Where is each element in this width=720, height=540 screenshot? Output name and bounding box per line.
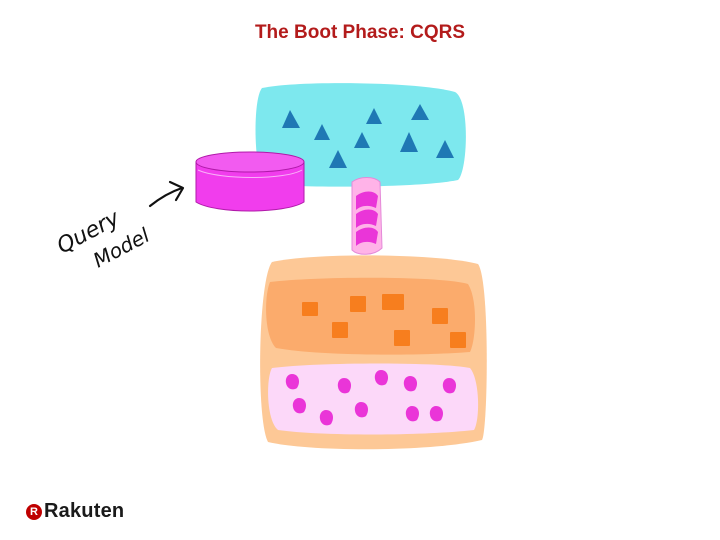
application-container [260,255,487,450]
query-model-annotation: Query Model [53,180,185,272]
query-model-edge [197,169,303,178]
pink-marks [285,370,457,426]
pipe-segment [356,209,378,228]
pipe-segment [356,227,378,246]
rakuten-logo: R Rakuten [26,500,124,523]
pink-mark [354,402,369,418]
pink-mark [285,374,300,390]
pink-mark [429,406,444,422]
pink-mark [403,376,418,392]
event-mark [400,132,418,152]
orange-panel [266,277,475,355]
slide-title: The Boot Phase: CQRS [254,22,466,43]
event-mark [329,150,347,168]
query-model-body [195,161,305,212]
annotation-arrow-head [168,180,185,202]
event-pipe [351,177,383,255]
event-mark [354,132,370,148]
query-model-store [195,151,305,212]
query-model-top [195,151,305,173]
event-mark [366,108,382,124]
orange-mark [302,302,318,316]
rakuten-r-icon: R [26,503,42,520]
event-mark [411,104,429,120]
pink-mark [319,410,334,426]
pipe-segment [356,191,378,210]
event-marks [282,104,454,168]
event-mark [314,124,330,140]
pink-mark [405,406,420,422]
pink-mark [337,378,352,394]
pink-mark [374,370,389,386]
event-mark [282,110,300,128]
orange-mark [382,294,404,310]
pink-mark [442,378,457,394]
rakuten-wordmark: Rakuten [44,500,125,522]
event-store [255,83,466,187]
orange-marks [302,294,466,348]
orange-mark [394,330,410,346]
orange-mark [350,296,366,312]
orange-mark [332,322,348,338]
event-mark [436,140,454,158]
orange-mark [450,332,466,348]
annotation-arrow [148,186,184,208]
orange-mark [432,308,448,324]
pink-mark [292,398,307,414]
